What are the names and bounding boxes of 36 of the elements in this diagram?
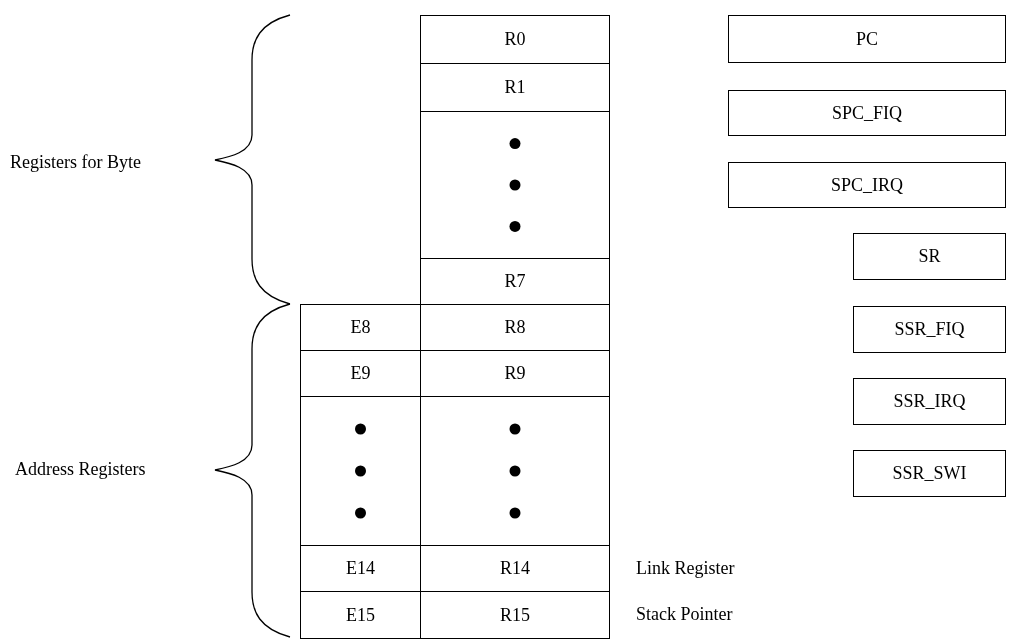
register-box xyxy=(420,258,610,305)
register-name: E9 xyxy=(350,363,371,384)
group-label: Registers for Byte xyxy=(10,152,141,173)
register-name: E8 xyxy=(350,317,371,338)
register-box xyxy=(728,162,1006,208)
register-name: R1 xyxy=(504,77,526,98)
register-role-label: Stack Pointer xyxy=(636,604,733,625)
register-box xyxy=(853,233,1006,280)
register-name: SPC_IRQ xyxy=(831,174,903,196)
register-name: SSR_SWI xyxy=(892,463,967,484)
register-box xyxy=(420,15,610,64)
register-name: SPC_FIQ xyxy=(832,102,902,124)
register-box xyxy=(300,591,421,639)
register-box xyxy=(853,378,1006,425)
register-name: E14 xyxy=(346,558,375,579)
register-box xyxy=(300,304,421,351)
register-box xyxy=(728,15,1006,63)
register-box xyxy=(420,63,610,112)
register-box xyxy=(853,306,1006,353)
register-name: SSR_IRQ xyxy=(893,391,966,412)
register-name: R0 xyxy=(504,29,526,50)
register-role-label: Link Register xyxy=(636,557,735,579)
register-name: SSR_FIQ xyxy=(894,319,965,340)
register-range-box xyxy=(420,111,610,259)
register-box xyxy=(728,90,1006,136)
register-box xyxy=(420,591,610,639)
register-name: R14 xyxy=(500,558,530,579)
register-name: PC xyxy=(856,28,878,50)
register-name: R7 xyxy=(504,271,526,292)
register-name: R8 xyxy=(504,317,526,338)
register-name: E15 xyxy=(346,604,375,626)
register-name: SR xyxy=(918,246,941,267)
group-label: Address Registers xyxy=(15,459,146,480)
register-name: R9 xyxy=(504,363,526,384)
register-box xyxy=(853,450,1006,497)
register-name: R15 xyxy=(500,604,530,626)
